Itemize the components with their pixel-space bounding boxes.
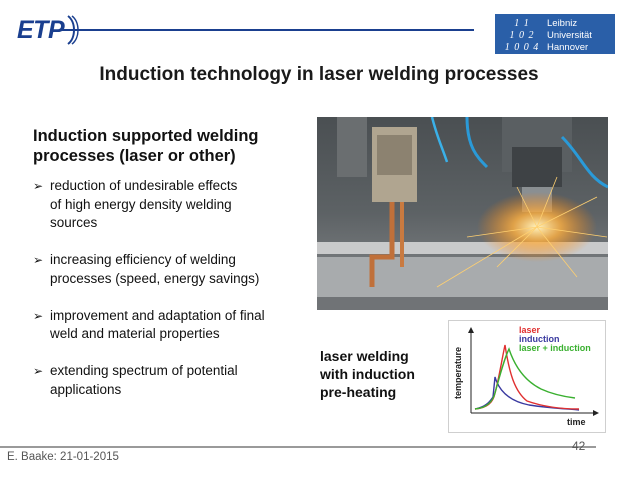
- arrow-bullet-icon: ➢: [33, 364, 44, 378]
- page-number: 42: [572, 439, 586, 453]
- arrow-bullet-icon: ➢: [33, 179, 44, 193]
- laser-plus-induction-curve: [474, 347, 576, 410]
- y-axis-label: temperature: [453, 347, 463, 399]
- university-logo-digits: 1 1 1 0 2 1 0 0 4: [504, 18, 540, 53]
- legend-laser-plus-induction: laser + induction: [519, 343, 591, 353]
- bullet-item: ➢ reduction of undesirable effects of hi…: [33, 178, 238, 230]
- bullet-item: ➢ increasing efficiency of welding proce…: [33, 252, 260, 286]
- slide-title: Induction technology in laser welding pr…: [99, 64, 539, 85]
- footer-rule: [0, 446, 596, 448]
- laser-welding-photo: [317, 117, 608, 310]
- x-axis-label: time: [567, 417, 586, 427]
- temperature-time-graph: temperature time laser induction laser +…: [448, 320, 606, 433]
- header-rule: [62, 29, 474, 31]
- x-axis-arrow-icon: [593, 410, 599, 416]
- y-axis-arrow-icon: [468, 327, 474, 333]
- university-logo: 1 1 1 0 2 1 0 0 4 Leibniz Universität Ha…: [495, 14, 615, 54]
- etp-logo-swoosh-icon: [67, 15, 79, 45]
- arrow-bullet-icon: ➢: [33, 253, 44, 267]
- legend-laser: laser: [519, 325, 541, 335]
- bullet-list: ➢ reduction of undesirable effects of hi…: [33, 177, 323, 418]
- bullet-item: ➢ extending spectrum of potential applic…: [33, 363, 238, 397]
- footer-author-date: E. Baake: 21-01-2015: [7, 451, 119, 463]
- arrow-bullet-icon: ➢: [33, 308, 44, 323]
- section-heading: Induction supported welding processes (l…: [33, 127, 259, 165]
- photo-caption: laser welding with induction pre-heating: [320, 348, 415, 400]
- induction-curve: [474, 376, 580, 411]
- university-name: Leibniz Universität Hannover: [547, 18, 592, 53]
- etp-logo: ETP: [17, 16, 65, 44]
- bullet-item: ➢ improvement and adaptation of final we…: [33, 307, 265, 342]
- legend-induction: induction: [519, 334, 560, 344]
